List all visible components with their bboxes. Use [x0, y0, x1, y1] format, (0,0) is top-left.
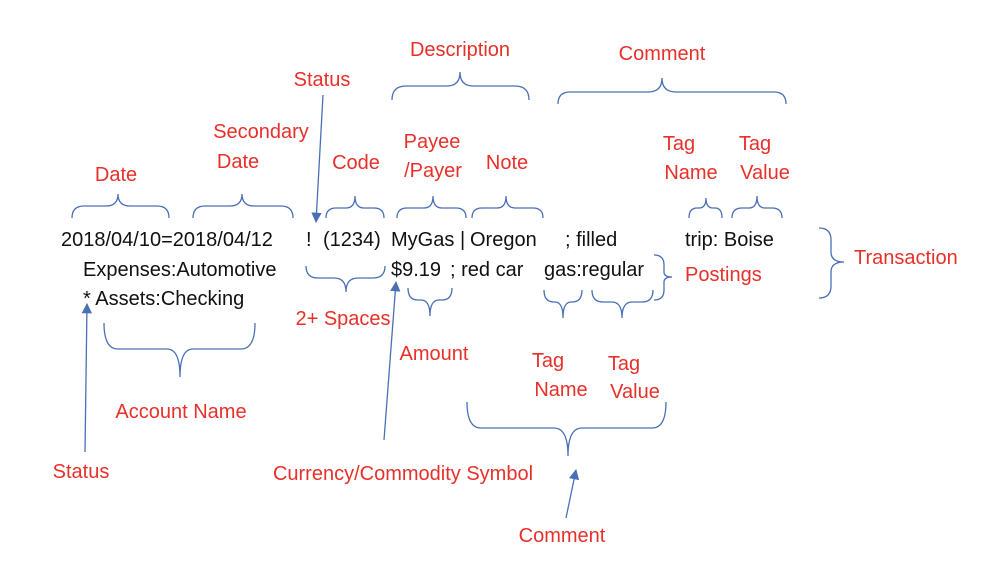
posting-account-1: Expenses:Automotive	[83, 259, 276, 281]
tag-value-top-brace	[731, 195, 783, 219]
code-label: Code	[332, 152, 380, 174]
amount-text: $9.19	[391, 259, 441, 281]
amount-brace	[407, 287, 453, 317]
right-braces	[653, 227, 845, 301]
status-bottom-label: Status	[53, 461, 110, 483]
transaction-brace	[818, 227, 845, 299]
payee-label-line2: /Payer	[404, 160, 462, 182]
postings-brace	[653, 254, 673, 301]
status-bottom-arrow	[81, 302, 93, 453]
separator-text: |	[460, 229, 465, 251]
posting-account-2: * Assets:Checking	[83, 288, 244, 310]
comment-top-label: Comment	[619, 43, 706, 65]
comment-bottom-brace	[466, 401, 667, 457]
comment-text: ; filled	[565, 229, 617, 251]
note-brace	[471, 195, 544, 219]
comment-bottom-arrow	[565, 468, 580, 519]
currency-symbol-label: Currency/Commodity Symbol	[273, 463, 533, 485]
tag-name-bottom-brace	[543, 289, 583, 319]
code-text: (1234)	[323, 229, 381, 251]
payee-label-line1: Payee	[404, 131, 461, 153]
spaces-brace	[305, 265, 386, 293]
arrows	[81, 94, 580, 519]
account-name-brace	[103, 322, 256, 378]
description-brace	[391, 71, 530, 101]
currency-symbol-arrow	[383, 280, 401, 441]
top-labels: Description Comment Status Secondary Dat…	[95, 39, 790, 186]
top-braces	[71, 71, 787, 219]
transaction-code: 2018/04/10=2018/04/12 ! (1234) MyGas | O…	[61, 229, 774, 310]
secondary-date-label-line2: Date	[217, 151, 259, 173]
tag-name-bottom-label-line1: Tag	[532, 350, 564, 372]
payee-text: MyGas	[391, 229, 454, 251]
posting-comment-text: ; red car	[450, 259, 524, 281]
tag-name-top-label-line2: Name	[664, 162, 717, 184]
account-name-label: Account Name	[115, 401, 246, 423]
comment-top-brace	[557, 77, 787, 105]
payee-brace	[396, 195, 467, 219]
spaces-label: 2+ Spaces	[295, 308, 390, 330]
code-brace	[325, 195, 385, 219]
tag-value-top-label-line2: Value	[740, 162, 790, 184]
posting-tag-text: gas:regular	[544, 259, 644, 281]
amount-label: Amount	[400, 343, 469, 365]
tag-name-top-brace	[688, 197, 723, 219]
status-top-arrow	[311, 94, 324, 224]
tag-text: trip: Boise	[685, 229, 774, 251]
secondary-date-brace	[192, 193, 294, 219]
transaction-label: Transaction	[854, 247, 958, 269]
date-brace	[71, 193, 170, 219]
date-label: Date	[95, 164, 137, 186]
tag-value-bottom-brace	[591, 289, 654, 319]
status-top-label: Status	[294, 69, 351, 91]
postings-label: Postings	[685, 264, 762, 286]
other-labels: Transaction Postings 2+ Spaces Amount Ta…	[53, 247, 958, 547]
comment-bottom-label: Comment	[519, 525, 606, 547]
status-text: !	[306, 229, 312, 251]
date-text: 2018/04/10=2018/04/12	[61, 229, 273, 251]
tag-value-top-label-line1: Tag	[739, 133, 771, 155]
bottom-braces	[103, 265, 667, 457]
tag-value-bottom-label-line1: Tag	[608, 353, 640, 375]
description-label: Description	[410, 39, 510, 61]
secondary-date-label-line1: Secondary	[213, 121, 309, 143]
tag-name-bottom-label-line2: Name	[534, 379, 587, 401]
note-label: Note	[486, 152, 528, 174]
tag-value-bottom-label-line2: Value	[610, 381, 660, 403]
tag-name-top-label-line1: Tag	[663, 133, 695, 155]
note-text: Oregon	[470, 229, 537, 251]
